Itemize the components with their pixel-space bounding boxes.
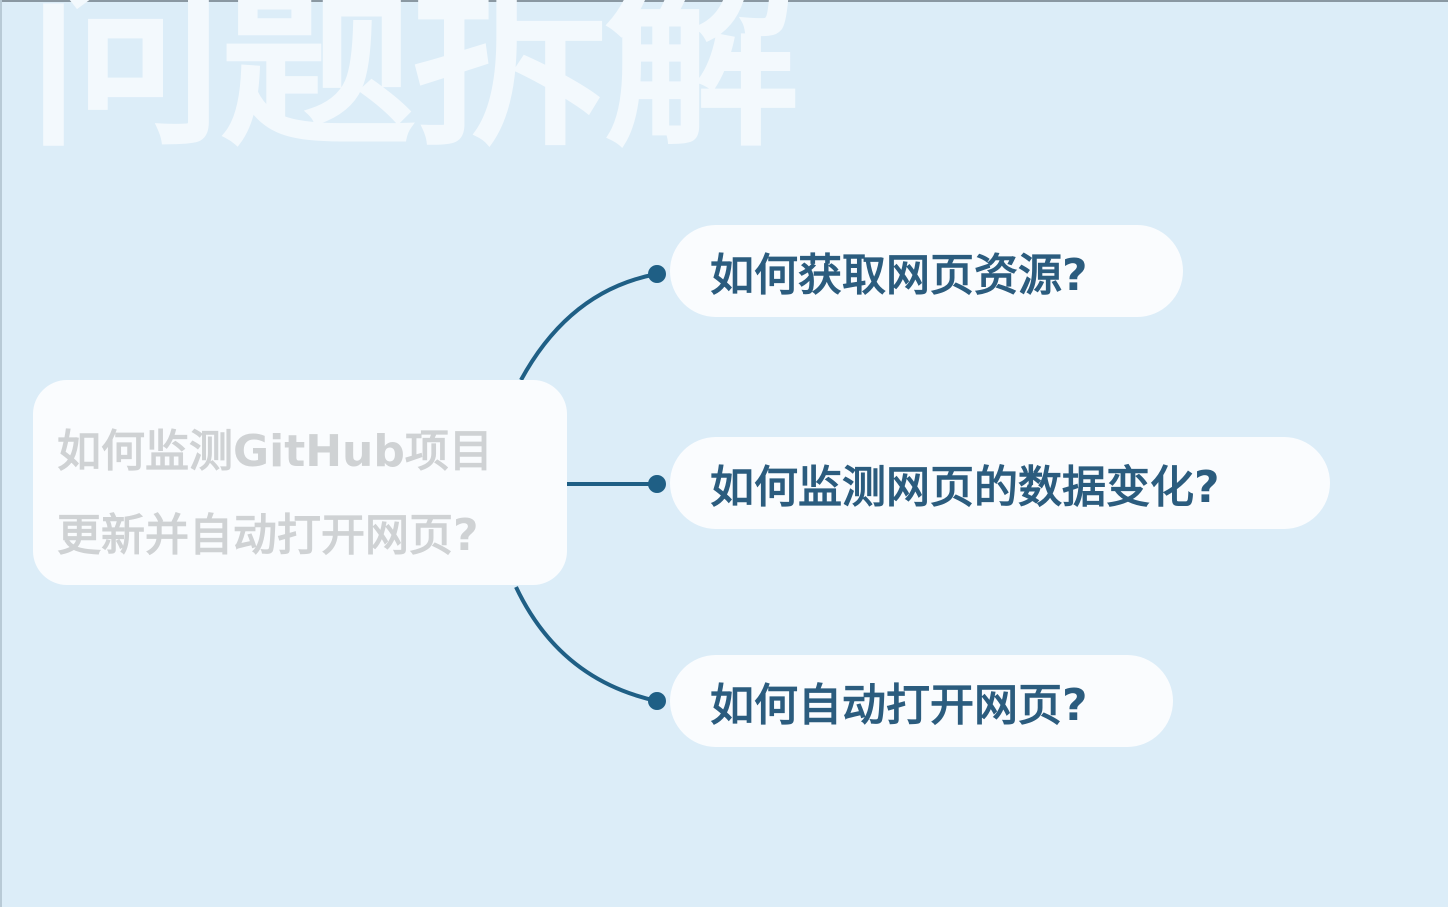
connector-branch-1: [519, 272, 658, 381]
watermark-title: 问题拆解: [28, 0, 800, 174]
branch-node-label: 如何获取网页资源?: [710, 250, 1088, 301]
branch-node-auto-open: 如何自动打开网页?: [670, 655, 1173, 747]
left-border: [0, 0, 2, 907]
branch-node-label: 如何监测网页的数据变化?: [710, 462, 1220, 513]
branch-node-monitor-changes: 如何监测网页的数据变化?: [670, 437, 1330, 529]
connector-branch-3: [514, 586, 658, 703]
top-border: [0, 0, 1448, 2]
root-node-line-1: 如何监测GitHub项目: [57, 426, 493, 477]
root-node: 如何监测GitHub项目 更新并自动打开网页?: [33, 380, 567, 585]
connector-dot-1: [648, 265, 666, 283]
root-node-line-2: 更新并自动打开网页?: [57, 510, 479, 561]
branch-node-fetch-resources: 如何获取网页资源?: [670, 225, 1183, 317]
connector-dot-2: [648, 475, 666, 493]
branch-node-label: 如何自动打开网页?: [710, 680, 1088, 731]
connector-dot-3: [648, 692, 666, 710]
